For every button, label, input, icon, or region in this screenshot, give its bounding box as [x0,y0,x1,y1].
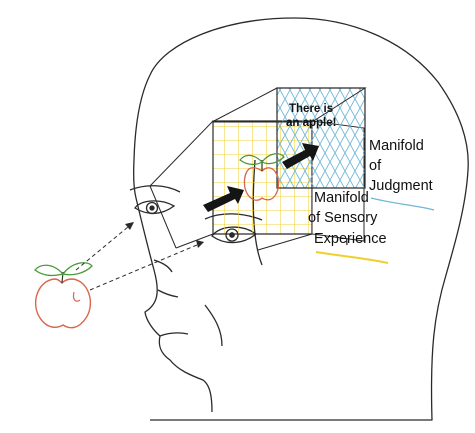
sensory-label-line1: Manifold [314,190,369,206]
sensory-underline [316,252,388,263]
left-eye-icon [130,186,180,214]
apple-caption-line1: There is [289,103,333,115]
judgment-underline [371,198,434,210]
sensory-label-line3: Experience [314,231,387,247]
apple-caption-line2: an apple! [286,117,336,129]
sight-lines [76,222,204,290]
external-apple-icon [35,263,92,328]
judgment-label-line3: Judgment [369,178,433,194]
judgment-label-line1: Manifold [369,138,424,154]
sight-arrowheads [125,222,204,248]
judgment-label-line2: of [369,158,382,174]
sensory-label-line2: of Sensory [308,210,378,226]
